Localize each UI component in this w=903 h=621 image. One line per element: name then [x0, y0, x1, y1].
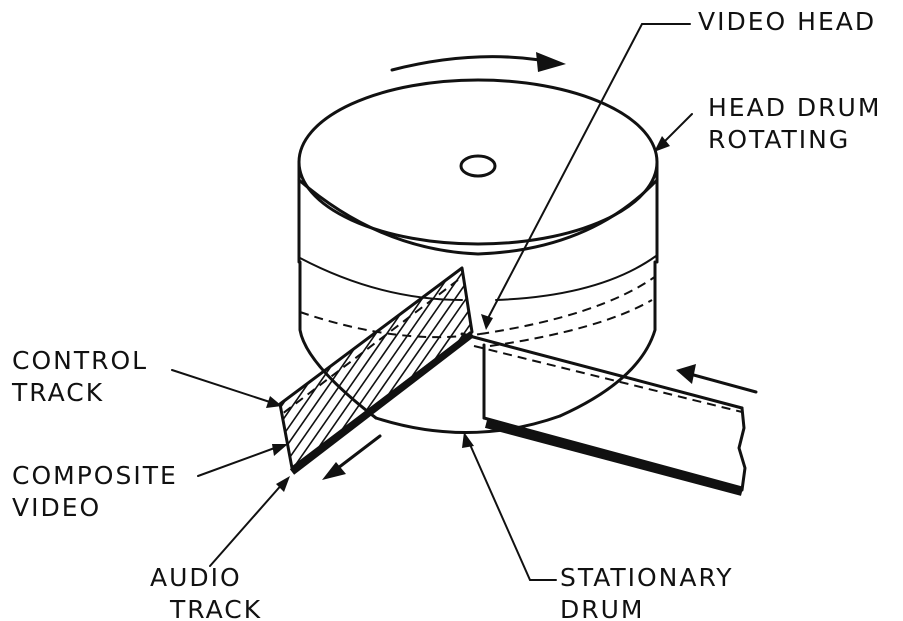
rotation-arrow-icon — [390, 52, 566, 72]
tape-hatch-line — [280, 268, 292, 468]
incoming-tape — [460, 332, 747, 496]
tape-hatch-line — [582, 250, 742, 480]
helical-track-lines — [299, 275, 657, 347]
tape-entry-arrow-icon — [676, 364, 758, 394]
tape-hatch-line — [280, 268, 435, 468]
tape-hatch-line — [394, 268, 472, 468]
composite-video-label: COMPOSITE VIDEO — [12, 461, 178, 522]
tape-hatch-line — [317, 268, 472, 468]
control-track-label: CONTROL TRACK — [12, 346, 149, 407]
stationary-drum-label: STATIONARY DRUM — [560, 563, 734, 621]
spindle-hole — [459, 154, 497, 178]
tape-hatch-line — [280, 268, 336, 468]
audio-track-label: AUDIO TRACK — [150, 563, 263, 621]
video-head-label: VIDEO HEAD — [698, 7, 877, 36]
stationary-drum — [298, 260, 657, 434]
head-drum — [297, 78, 659, 301]
leader-lines — [171, 23, 693, 581]
tape-exit-arrow-icon — [322, 434, 382, 480]
head-drum-rotating-label: HEAD DRUM ROTATING — [708, 93, 882, 154]
